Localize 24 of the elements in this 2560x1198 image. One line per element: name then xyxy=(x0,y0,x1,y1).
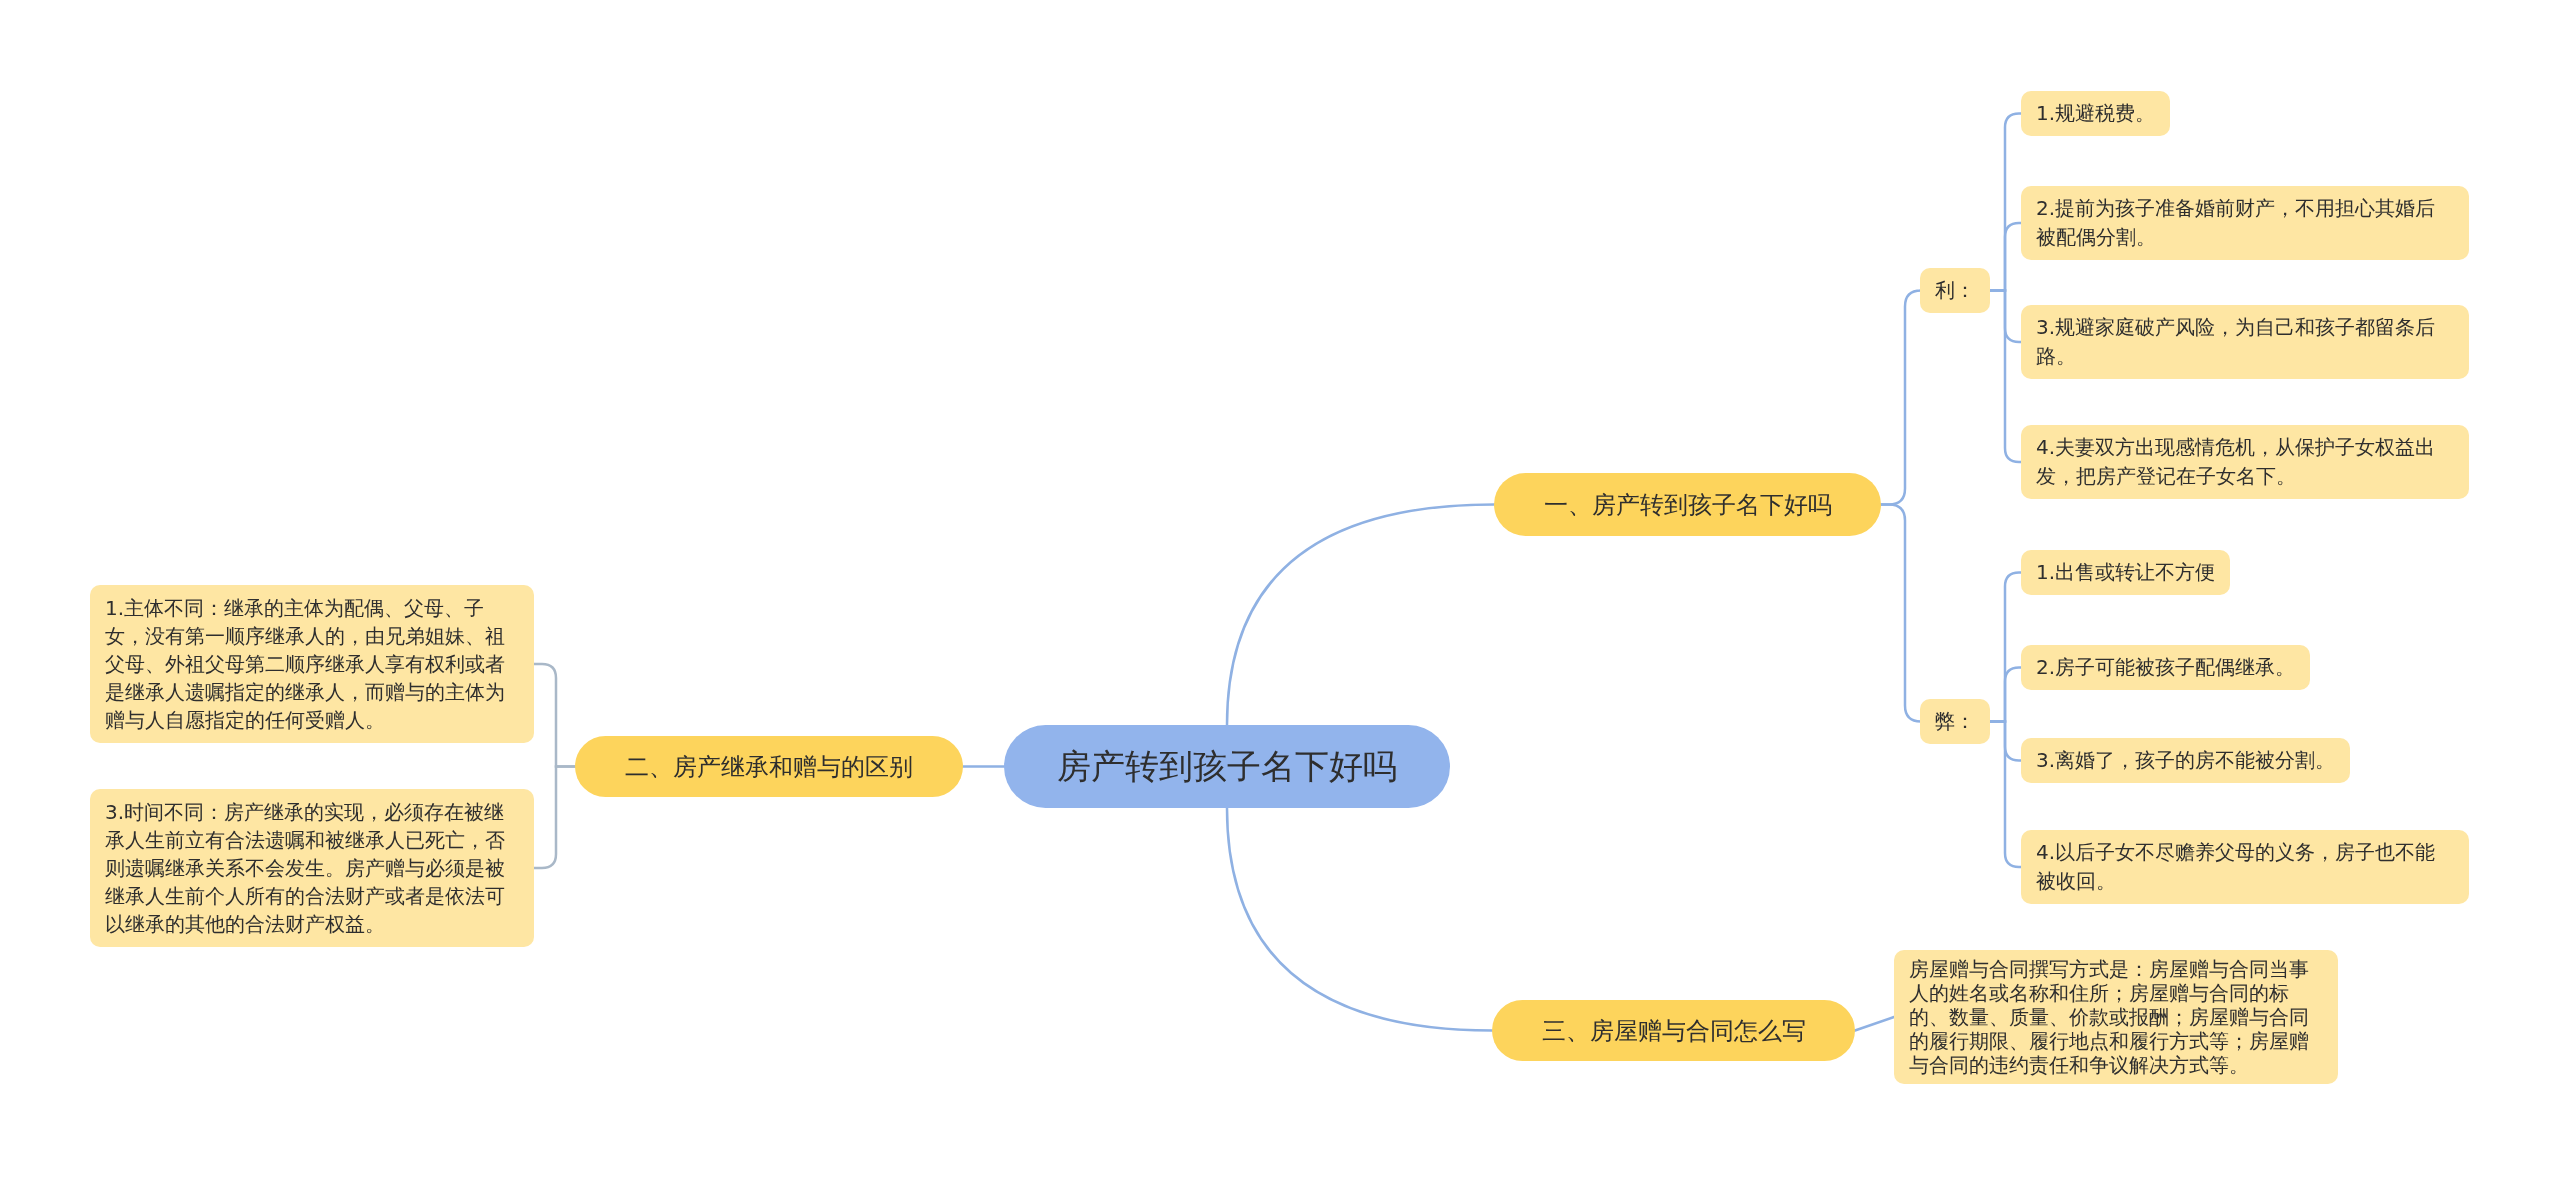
note-card: 3.规避家庭破产风险，为自己和孩子都留条后路。 xyxy=(2021,305,2469,379)
note-card: 4.以后子女不尽赡养父母的义务，房子也不能被收回。 xyxy=(2021,830,2469,904)
connector-line xyxy=(1853,1015,1896,1032)
central-topic-pill: 房产转到孩子名下好吗 xyxy=(1004,725,1450,808)
branch-topic-pill: 二、房产继承和赠与的区别 xyxy=(575,736,963,797)
note-card: 2.提前为孩子准备婚前财产，不用担心其婚后被配偶分割。 xyxy=(2021,186,2469,260)
note-card: 房屋赠与合同撰写方式是：房屋赠与合同当事人的姓名或名称和住所；房屋赠与合同的标的、数量、质量、价款或报酬；房屋赠与合同的履行期限、履行地点和履行方式等；房屋赠与合同的违约责任和争议解决方式等。 xyxy=(1894,950,2338,1084)
note-card: 1.主体不同：继承的主体为配偶、父母、子女，没有第一顺序继承人的，由兄弟姐妹、祖父母、外祖父母第二顺序继承人享有权利或者是继承人遗嘱指定的继承人，而赠与的主体为赠与人自愿指定的任何受赠人。 xyxy=(90,585,534,743)
branch-topic-pill: 三、房屋赠与合同怎么写 xyxy=(1492,1000,1855,1061)
note-card: 1.规避税费。 xyxy=(2021,91,2171,136)
connector-line xyxy=(1988,289,2023,464)
branch-topic-pill: 一、房产转到孩子名下好吗 xyxy=(1494,473,1881,536)
connector-line xyxy=(961,765,1006,768)
connector-line xyxy=(1225,806,1494,1032)
note-card: 3.时间不同：房产继承的实现，必须存在被继承人生前立有合法遗嘱和被继承人已死亡，否则遗嘱继承关系不会发生。房产赠与必须是被继承人生前个人所有的合法财产或者是依法可以继承的其他的合法财产权益。 xyxy=(90,789,534,947)
note-card: 1.出售或转让不方便 xyxy=(2021,550,2231,595)
note-card: 4.夫妻双方出现感情危机，从保护子女权益出发，把房产登记在子女名下。 xyxy=(2021,425,2469,499)
note-card: 利： xyxy=(1920,268,1990,313)
note-card: 3.离婚了，孩子的房不能被分割。 xyxy=(2021,738,2351,783)
connector-line xyxy=(1225,503,1496,727)
connector-line xyxy=(1988,720,2023,869)
note-card: 2.房子可能被孩子配偶继承。 xyxy=(2021,645,2311,690)
note-card: 弊： xyxy=(1920,699,1990,744)
connector-line xyxy=(532,765,577,870)
